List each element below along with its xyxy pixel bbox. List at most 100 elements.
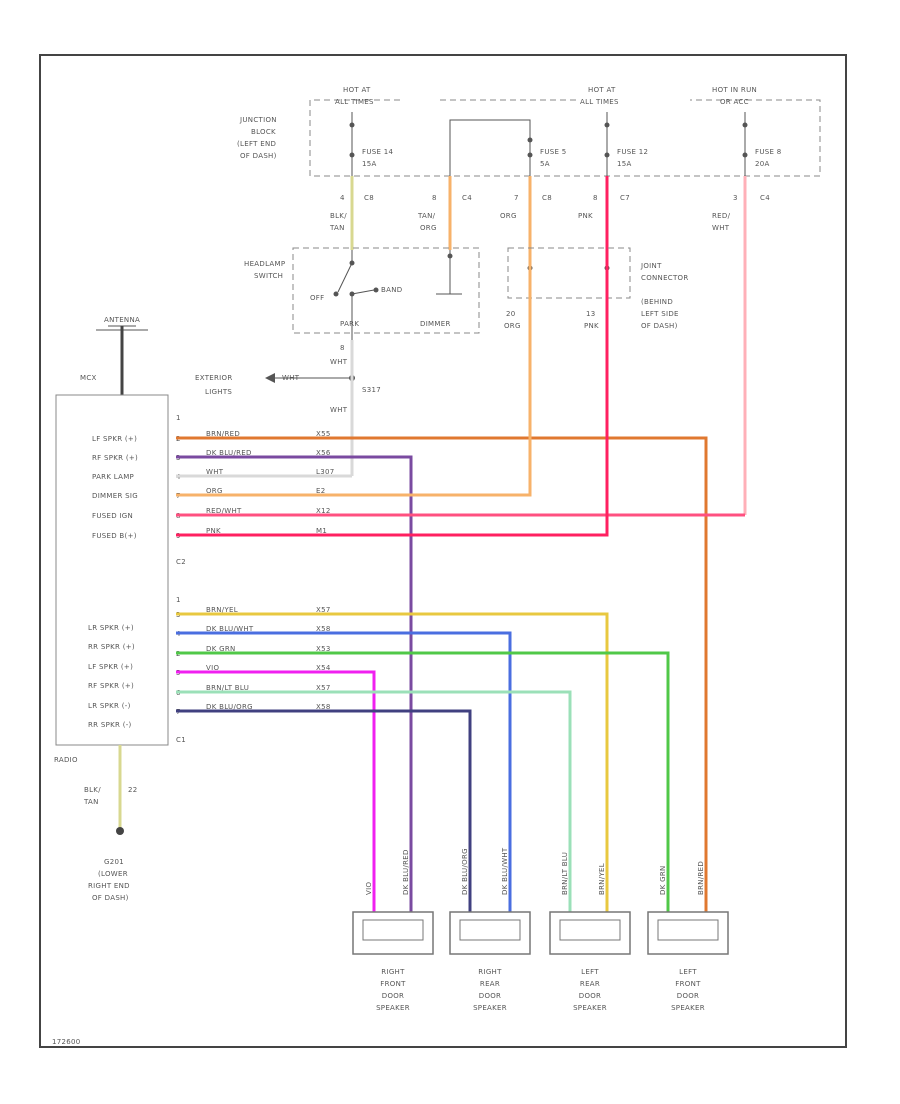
junction-block-outline xyxy=(309,99,821,177)
radio-c1-pin-label: LR SPKR (+) xyxy=(88,624,134,632)
radio-c1-circuit: X57 xyxy=(316,606,331,614)
speaker-name: SPEAKER xyxy=(671,1004,705,1012)
joint-pin-20: 20 xyxy=(506,310,516,318)
wire-vio xyxy=(176,670,376,880)
radio-c2-wire-color: BRN/RED xyxy=(206,430,240,438)
headlamp-band-label: BAND xyxy=(381,286,402,294)
wire-brn-lt-blu xyxy=(176,690,572,850)
joint-pin-13: 13 xyxy=(586,310,596,318)
ground-wire-a: BLK/ xyxy=(84,786,101,794)
hot-label-1a: HOT AT xyxy=(343,86,371,94)
radio-c2-pin-label: LF SPKR (+) xyxy=(92,435,137,443)
speaker-lead-color: DK BLU/ORG xyxy=(461,848,469,895)
speaker-name: SPEAKER xyxy=(376,1004,410,1012)
radio-c2-wire-color: DK BLU/RED xyxy=(206,449,252,457)
speaker-name: DOOR xyxy=(677,992,699,1000)
wire-blk-tan-b: TAN xyxy=(329,224,345,232)
splice-s317: S317 xyxy=(362,386,381,394)
fuse-14-amp: 15A xyxy=(362,160,377,168)
radio-c2-label: C2 xyxy=(176,558,186,566)
wire-dk-blu-red xyxy=(176,455,413,850)
radio-c1-circuit: X54 xyxy=(316,664,331,672)
radio-c2-pin-1: 1 xyxy=(176,414,181,422)
headlamp-switch-outline xyxy=(292,247,480,334)
joint-wire-pnk: PNK xyxy=(584,322,599,330)
speaker-name: DOOR xyxy=(479,992,501,1000)
diagram-border xyxy=(39,54,847,1048)
speaker-body xyxy=(449,911,531,955)
wire-blk-tan-a: BLK/ xyxy=(330,212,347,220)
junction-block-label-1: JUNCTION xyxy=(239,116,277,124)
pin-c7: 8 xyxy=(593,194,598,202)
wire-dk-blu-org xyxy=(176,709,472,850)
ground-label-3: RIGHT END xyxy=(88,882,130,890)
fuse-5: FUSE 5 5A xyxy=(449,119,567,196)
headlamp-off-label: OFF xyxy=(310,294,324,302)
radio-c1-circuit: X53 xyxy=(316,645,331,653)
wire-dk-blu-wht xyxy=(176,631,512,850)
headlamp-dimmer-label: DIMMER xyxy=(420,320,451,328)
speaker-name: DOOR xyxy=(382,992,404,1000)
headlamp-switch-blade xyxy=(337,262,353,293)
speaker-lead-color: VIO xyxy=(365,882,373,895)
wire-org-top: ORG xyxy=(500,212,517,220)
speaker-lead-color: BRN/LT BLU xyxy=(561,852,569,895)
radio-c1-wire-color: BRN/YEL xyxy=(206,606,238,614)
fuse-12: FUSE 12 15A xyxy=(604,112,648,176)
pin-c4-a: 8 xyxy=(432,194,437,202)
fuse-5-amp: 5A xyxy=(540,160,550,168)
speaker-lead-color: BRN/YEL xyxy=(598,863,606,895)
joint-connector-2: CONNECTOR xyxy=(641,274,689,282)
exterior-label-1: EXTERIOR xyxy=(195,374,233,382)
speaker-body xyxy=(549,911,631,955)
speaker-name: LEFT xyxy=(679,968,697,976)
speaker-name: DOOR xyxy=(579,992,601,1000)
radio-c2-circuit: X55 xyxy=(316,430,331,438)
ground-point xyxy=(116,827,124,835)
exterior-pin: 8 xyxy=(340,344,345,352)
radio-c2-pin-label: FUSED IGN xyxy=(92,512,133,520)
wire-pnk-top: PNK xyxy=(578,212,593,220)
speaker-name: SPEAKER xyxy=(473,1004,507,1012)
speaker-lead-color: DK BLU/RED xyxy=(402,849,410,895)
fuse-5-label: FUSE 5 xyxy=(540,148,567,156)
speaker-cone xyxy=(459,919,521,941)
wire-red-wht-a: RED/ xyxy=(712,212,731,220)
wire-tan-org-b: ORG xyxy=(420,224,437,232)
radio-c1-pin-1: 1 xyxy=(176,596,181,604)
radio-c2-pin-label: DIMMER SIG xyxy=(92,492,138,500)
fuse-8-label: FUSE 8 xyxy=(755,148,782,156)
radio-c2-circuit: X12 xyxy=(316,507,331,515)
speaker-body xyxy=(647,911,729,955)
speaker-lead-color: DK GRN xyxy=(659,865,667,895)
speaker-name: LEFT xyxy=(581,968,599,976)
radio-c1-pin-label: RR SPKR (-) xyxy=(88,721,132,729)
hot-label-3b: OR ACC xyxy=(720,98,749,106)
junction-block-label-3: (LEFT END xyxy=(237,140,276,148)
radio-c2-circuit: M1 xyxy=(316,527,327,535)
conn-c4-a: C4 xyxy=(462,194,472,202)
speaker-name: REAR xyxy=(480,980,500,988)
conn-c4-b: C4 xyxy=(760,194,770,202)
radio-box xyxy=(55,394,169,746)
antenna-label: ANTENNA xyxy=(104,316,140,324)
radio-c2-circuit: X56 xyxy=(316,449,331,457)
joint-connector-3: (BEHIND xyxy=(641,298,673,306)
radio-c2-pin-label: PARK LAMP xyxy=(92,473,134,481)
fuse-8: FUSE 8 20A xyxy=(742,112,782,176)
diagram-code: 172600 xyxy=(52,1038,81,1046)
headlamp-switch-title-2: SWITCH xyxy=(254,272,283,280)
wire-brn-yel xyxy=(176,612,609,850)
speaker-name: REAR xyxy=(580,980,600,988)
pin-c4-b: 3 xyxy=(733,194,738,202)
conn-c8-b: C8 xyxy=(542,194,552,202)
radio-c2-pin-label: FUSED B(+) xyxy=(92,532,137,540)
joint-connector-5: OF DASH) xyxy=(641,322,678,330)
speaker-body xyxy=(352,911,434,955)
conn-c7: C7 xyxy=(620,194,630,202)
joint-connector-4: LEFT SIDE xyxy=(641,310,679,318)
